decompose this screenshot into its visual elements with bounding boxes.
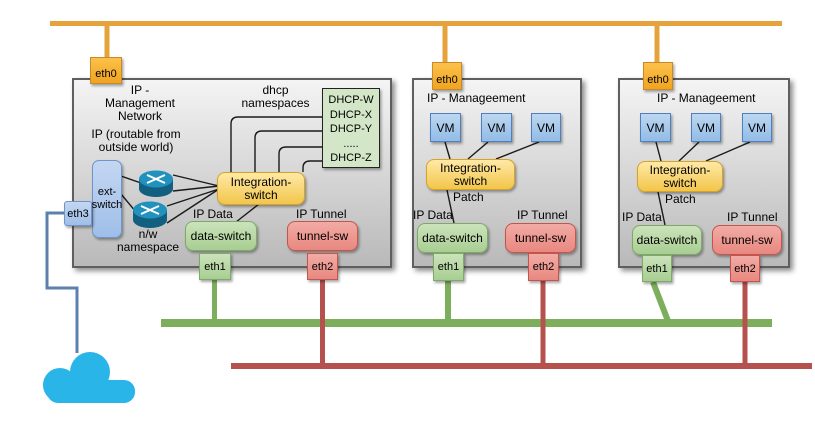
compute-node-title: IP - Manageement xyxy=(657,91,756,105)
eth1-interface: eth1 xyxy=(642,255,672,282)
eth0-interface: eth0 xyxy=(643,62,673,90)
tunnel-switch: tunnel-sw xyxy=(505,223,576,253)
nw-namespace-label: n/w namespace xyxy=(116,227,180,254)
dhcp-entry: DHCP-Y xyxy=(329,123,373,135)
management-drop-2 xyxy=(442,24,448,63)
dhcp-namespace-list: DHCP-W DHCP-X DHCP-Y ..... DHCP-Z xyxy=(322,88,380,168)
eth2-link-compute-2 xyxy=(742,282,748,366)
vm-box: VM xyxy=(742,113,772,142)
eth2-interface: eth2 xyxy=(730,255,760,282)
eth0-interface: eth0 xyxy=(432,62,462,90)
vm-box: VM xyxy=(691,113,721,142)
eth0-label: eth0 xyxy=(436,74,458,86)
dhcp-entry: DHCP-W xyxy=(328,94,374,106)
data-switch: data-switch xyxy=(417,223,488,253)
data-switch: data-switch xyxy=(185,221,257,251)
routable-ip-label: IP (routable from outside world) xyxy=(91,127,181,154)
ext-switch: ext- switch xyxy=(92,160,122,238)
external-cloud-icon xyxy=(43,352,135,403)
patch-label: Patch xyxy=(665,192,696,206)
dhcp-entry: ..... xyxy=(343,137,359,150)
management-bus xyxy=(50,21,782,26)
vm-box: VM xyxy=(481,113,512,142)
ip-tunnel-label: IP Tunnel xyxy=(296,207,347,221)
eth2-link-network-node xyxy=(320,280,325,366)
eth0-label: eth0 xyxy=(647,74,669,86)
data-switch: data-switch xyxy=(632,225,702,255)
ip-tunnel-label: IP Tunnel xyxy=(517,208,568,222)
dhcp-entry: DHCP-X xyxy=(329,108,373,121)
ip-tunnel-label: IP Tunnel xyxy=(727,210,778,224)
tunnel-bus xyxy=(231,363,812,369)
eth0-label: eth0 xyxy=(95,68,117,80)
tunnel-switch: tunnel-sw xyxy=(712,225,782,255)
dhcp-entry: DHCP-Z xyxy=(330,152,372,164)
ip-data-label: IP Data xyxy=(413,208,453,222)
integration-switch: Integration- switch xyxy=(637,161,723,192)
vm-box: VM xyxy=(640,113,671,142)
eth2-interface: eth2 xyxy=(528,253,559,281)
vm-box: VM xyxy=(430,113,461,142)
eth1-link-compute-2 xyxy=(650,280,671,323)
integration-switch: Integration- switch xyxy=(426,159,515,190)
patch-label: Patch xyxy=(453,190,484,204)
management-drop-1 xyxy=(104,24,110,58)
eth1-interface: eth1 xyxy=(433,253,464,281)
eth2-interface: eth2 xyxy=(307,253,338,280)
network-node-title: IP - Management Network xyxy=(104,83,176,123)
integration-switch: Integration- switch xyxy=(217,172,305,205)
ip-data-label: IP Data xyxy=(622,210,662,224)
tunnel-switch: tunnel-sw xyxy=(287,221,358,251)
eth1-link-compute-1 xyxy=(445,281,451,320)
management-drop-3 xyxy=(654,24,660,63)
eth1-link-network-node xyxy=(212,280,217,320)
ip-data-label: IP Data xyxy=(193,207,233,221)
eth1-interface: eth1 xyxy=(199,253,231,280)
data-bus xyxy=(161,319,772,327)
vm-box: VM xyxy=(531,113,561,142)
eth3-interface: eth3 xyxy=(64,201,92,226)
eth2-link-compute-1 xyxy=(540,281,546,366)
dhcp-namespaces-label: dhcp namespaces xyxy=(241,83,310,110)
eth0-interface: eth0 xyxy=(90,57,122,84)
compute-node-title: IP - Manageement xyxy=(427,91,526,105)
